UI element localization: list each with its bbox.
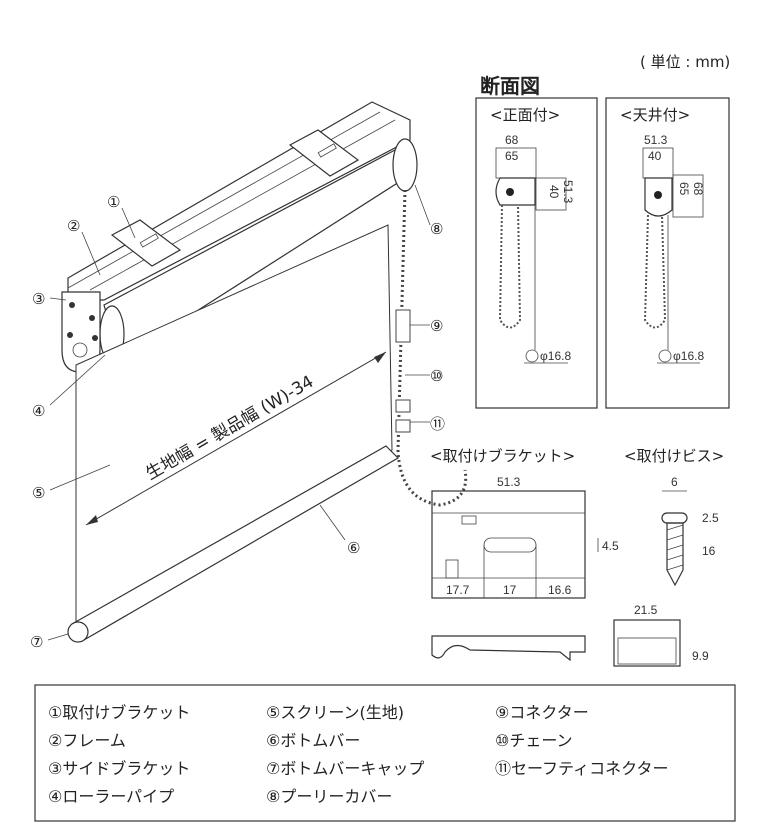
bracket-side-profile [431,635,586,662]
callout-4: ④ [32,402,45,420]
ceiling-pipe-diameter: φ16.8 [673,349,704,363]
bracket-dim-seg3: 16.6 [548,583,572,597]
screw-drawing: 6 2.5 16 [661,475,719,587]
legend-item: ⑦ボトムバーキャップ [266,759,424,778]
callout-6: ⑥ [347,539,360,557]
front-dim-40: 40 [547,185,561,199]
connector-drawing: 21.5 9.9 [613,603,709,667]
bottom-bar-cap [67,621,89,643]
front-pipe-diameter: φ16.8 [540,349,571,363]
front-mount-label: <正面付> [490,106,560,124]
callout-9: ⑨ [430,317,443,335]
bracket-dim-seg2: 17 [503,583,517,597]
screw-label: <取付けビス> [624,447,724,465]
ceiling-dim-40: 40 [648,149,662,163]
callout-3: ③ [32,290,45,308]
connector-dim-width: 21.5 [634,603,658,617]
legend-item: ②フレーム [48,731,126,750]
bracket-dim-seg1: 17.7 [446,583,470,597]
ceiling-dim-51-3: 51.3 [644,133,668,147]
screen-fabric [75,224,393,629]
bracket-label: <取付けブラケット> [430,447,575,465]
legend-item: ①取付けブラケット [48,703,190,722]
ceiling-mount-label: <天井付> [620,106,690,124]
screw-dim-head-height: 2.5 [702,511,719,525]
legend-item: ④ローラーパイプ [48,787,174,806]
legend-item: ⑪セーフティコネクター [495,759,668,778]
parts-legend: ①取付けブラケット ②フレーム ③サイドブラケット ④ローラーパイプ ⑤スクリー… [34,684,736,822]
screw-dim-length: 16 [702,544,716,558]
ceiling-dim-65: 65 [677,182,691,196]
callout-2: ② [67,217,80,235]
chain [395,189,468,507]
callout-1: ① [107,193,120,211]
legend-item: ⑥ボトムバー [266,731,360,750]
callout-8: ⑧ [430,220,443,238]
section-title: 断面図 [480,74,540,98]
front-dim-51-3: 51.3 [561,180,575,204]
roller-blind-illustration: 生地幅 = 製品幅 (W)-34 ① ② [30,101,468,651]
pulley-cover [392,138,418,192]
legend-item: ⑧プーリーカバー [266,787,392,806]
mounting-bracket-1 [110,219,182,267]
callout-7: ⑦ [30,633,43,651]
bracket-dim-slot: 4.5 [602,539,619,553]
legend-item: ⑤スクリーン(生地) [266,703,404,722]
ceiling-dim-68: 68 [691,182,705,196]
connector-dim-height: 9.9 [692,649,709,663]
bracket-dim-width: 51.3 [497,475,521,489]
legend-item: ⑨コネクター [495,703,589,722]
section-ceiling-mount: <天井付> 51.3 40 65 68 φ16.8 [605,97,730,409]
screw-dim-head-width: 6 [671,475,678,489]
unit-note: ( 単位 : mm) [640,53,730,71]
callout-11: ⑪ [430,415,445,433]
bracket-drawing: 51.3 4.5 17.7 17 16.6 [431,475,619,662]
legend-item: ⑩チェーン [495,731,573,750]
legend-item: ③サイドブラケット [48,759,190,778]
callout-5: ⑤ [32,484,45,502]
mounting-bracket-2 [288,129,360,177]
callout-10: ⑩ [430,367,443,385]
front-dim-68: 68 [505,133,519,147]
front-dim-65: 65 [505,149,519,163]
section-front-mount: <正面付> 68 65 40 51.3 φ16.8 [475,97,598,409]
